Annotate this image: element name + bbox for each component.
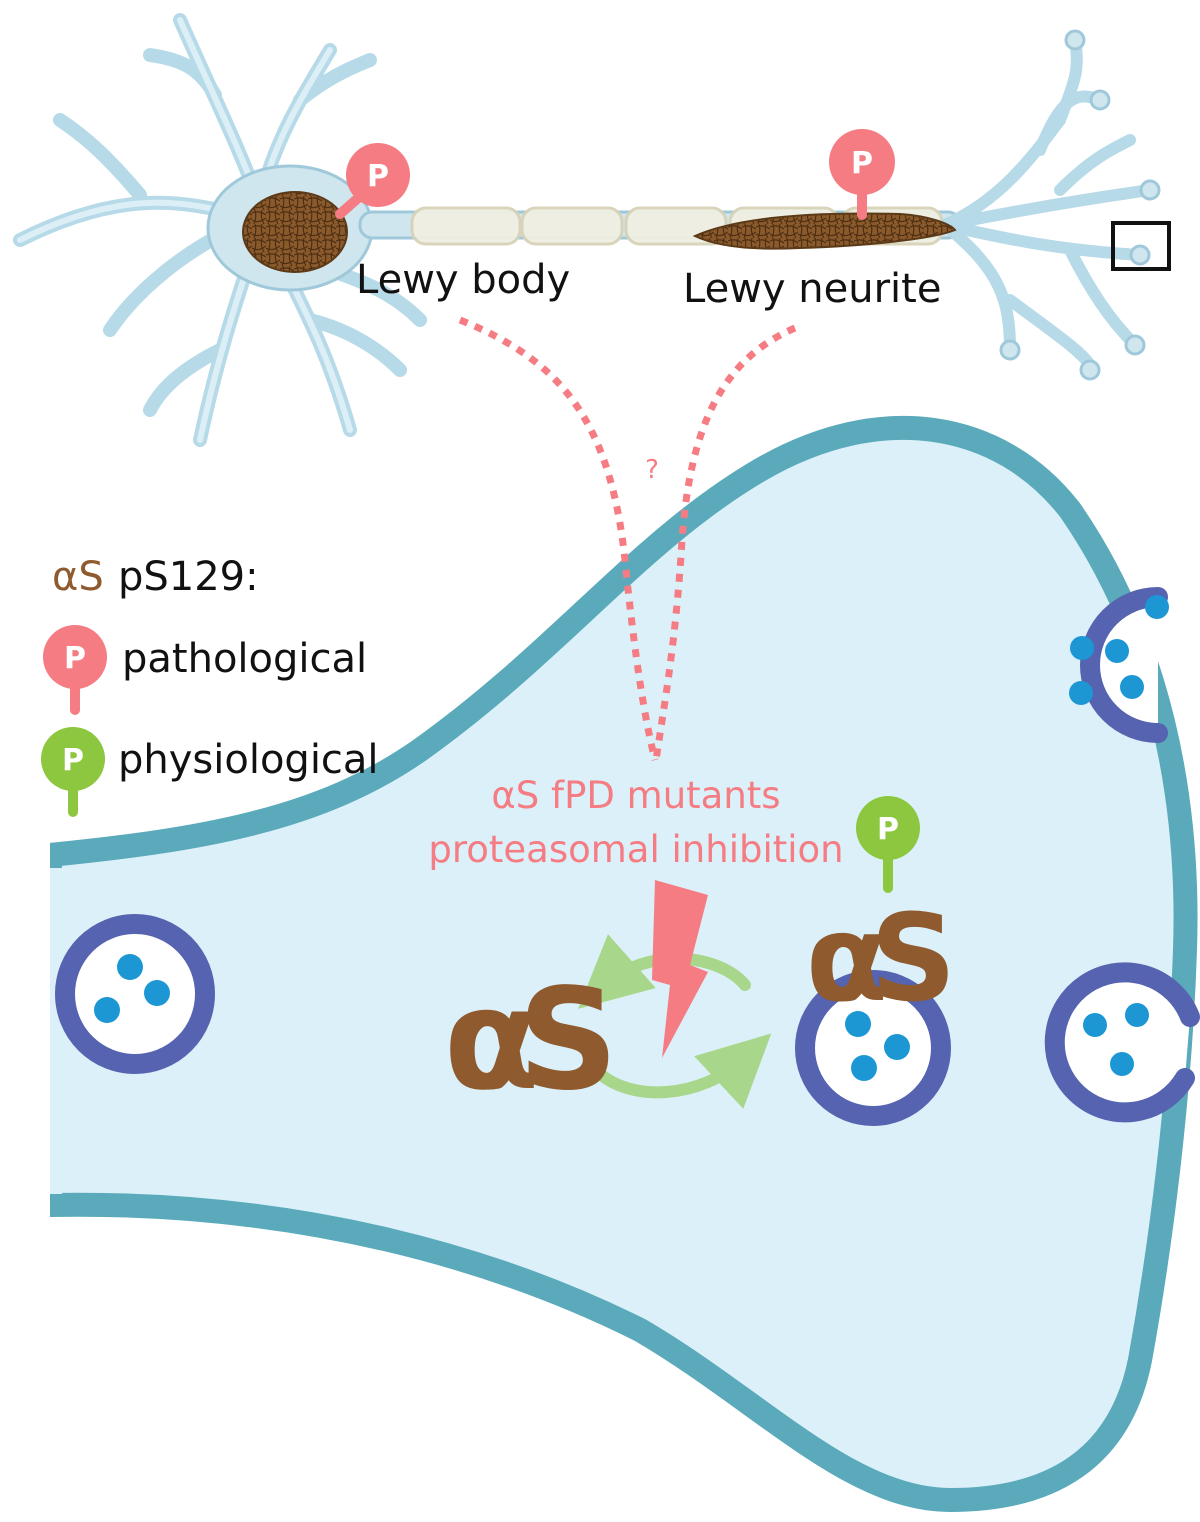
vesicle-icon — [55, 914, 215, 1074]
alpha-synuclein-free: αS — [443, 959, 608, 1122]
question-mark: ? — [645, 455, 659, 485]
legend-physiological: physiological — [118, 737, 379, 783]
legend-alpha-s: αS — [52, 554, 104, 600]
vesicle-fusing-icon — [1069, 587, 1169, 743]
phospho-pathological-icon: P — [829, 129, 895, 220]
phospho-letter: P — [851, 146, 873, 181]
legend-pathological: pathological — [122, 636, 367, 682]
phospho-pathological-icon: P — [43, 625, 107, 715]
terminal-cut-white — [0, 830, 50, 1230]
phospho-letter: P — [64, 641, 86, 676]
lewy-neurite-label: Lewy neurite — [683, 266, 941, 312]
vesicle-fusing-icon — [1044, 962, 1200, 1123]
inhibition-label: proteasomal inhibition — [428, 828, 843, 871]
legend: αS pS129: P pathological P physiological — [41, 554, 379, 817]
zoom-box-icon — [1111, 221, 1171, 271]
axon-terminal-branches — [939, 34, 1156, 371]
lightning-bolt-icon — [652, 880, 708, 1058]
phospho-physiological-icon: P — [856, 796, 920, 893]
neuron — [13, 13, 1161, 447]
lewy-body-aggregate — [242, 191, 348, 273]
legend-ps129: pS129: — [118, 554, 259, 600]
mutants-label: αS fPD mutants — [491, 774, 780, 817]
lewy-neurite-aggregate — [692, 212, 957, 250]
alpha-synuclein-bound: αS — [806, 890, 948, 1029]
axon-terminal-knobs — [999, 29, 1161, 381]
vesicle-icon — [795, 970, 951, 1126]
phospho-letter: P — [62, 743, 84, 778]
lewy-body-label: Lewy body — [356, 257, 570, 303]
phospho-pathological-icon: P — [335, 143, 410, 219]
phospho-physiological-icon: P — [41, 727, 105, 817]
dotted-pathways — [458, 316, 797, 761]
phospho-letter: P — [877, 812, 899, 847]
phospho-letter: P — [367, 159, 389, 194]
